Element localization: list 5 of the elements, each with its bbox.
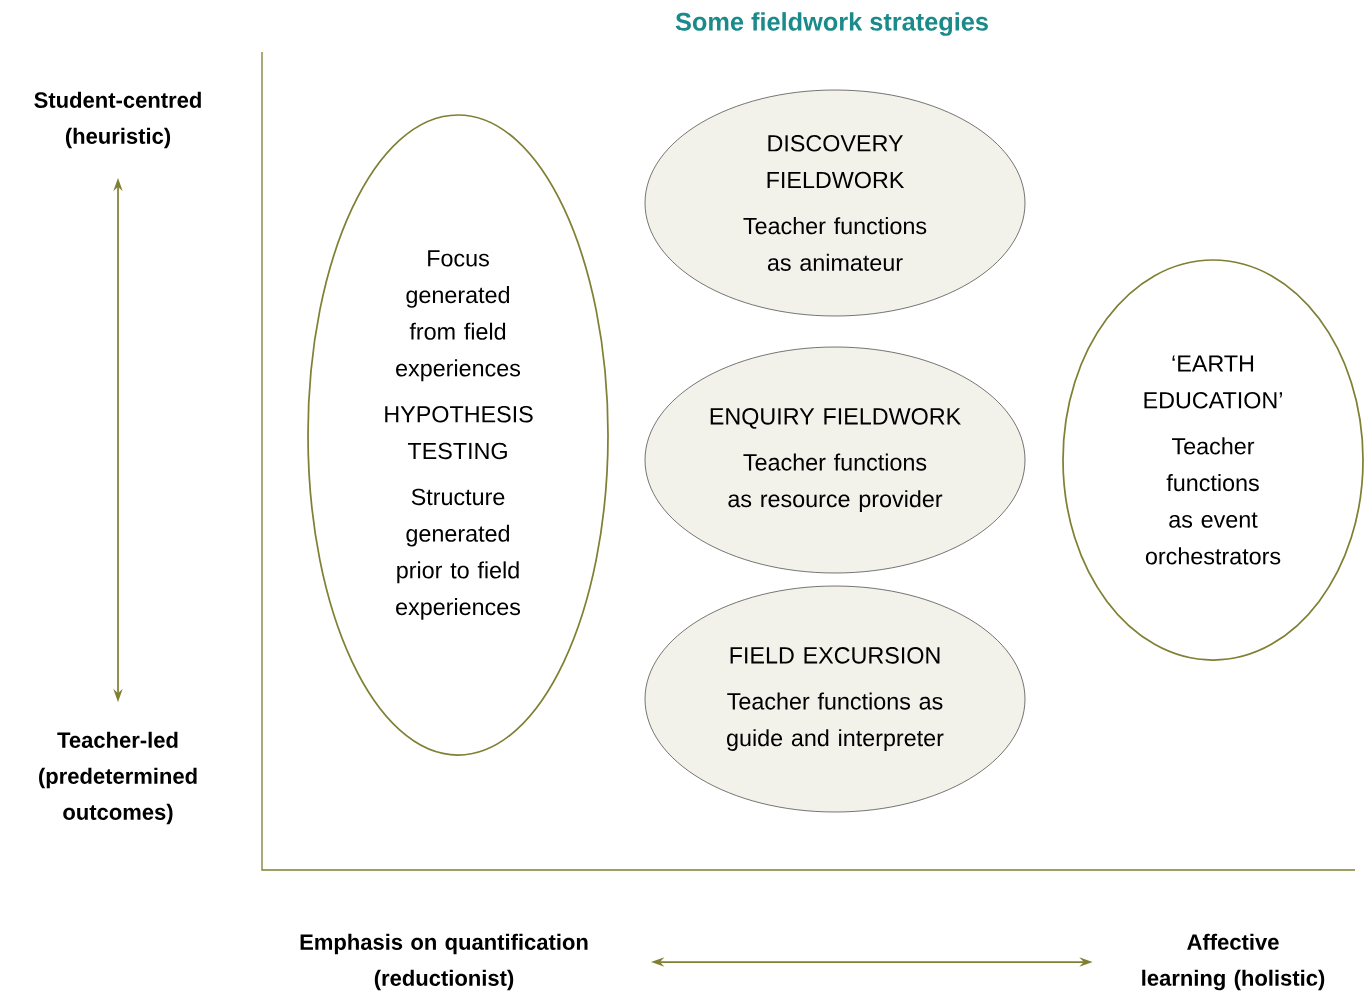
axis-label: Emphasis on quantification (reductionist): [300, 933, 588, 991]
axis-label: Student-centred (heuristic): [34, 91, 201, 149]
axis-label: Teacher-led (predetermined outcomes): [39, 731, 197, 825]
title: Some fieldwork strategies: [675, 12, 988, 36]
axis-label: Affective learning (holistic): [1142, 933, 1325, 991]
